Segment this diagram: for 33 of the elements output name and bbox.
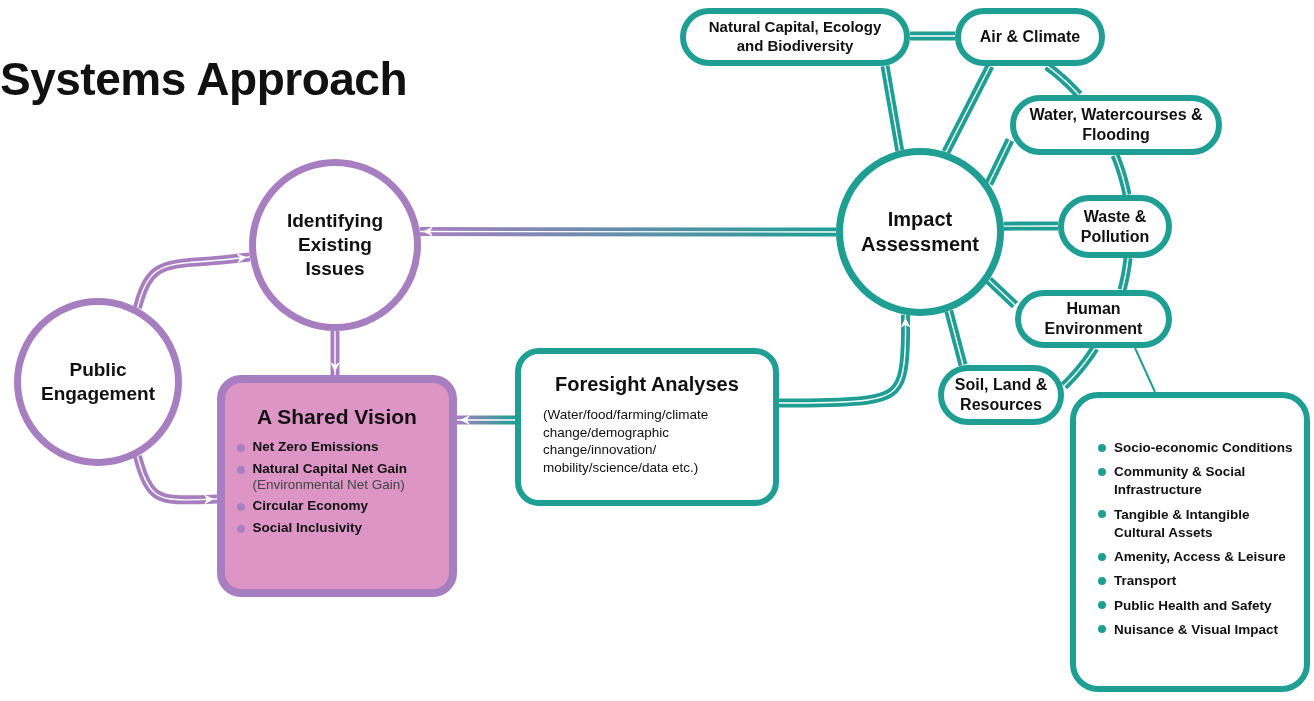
list-item: Natural Capital Net Gain bbox=[234, 461, 440, 476]
node-label: Air & Climate bbox=[978, 27, 1082, 47]
node-label: Impact Assessment bbox=[860, 207, 980, 257]
list-item: Net Zero Emissions bbox=[234, 439, 440, 454]
list-note: (Environmental Net Gain) bbox=[251, 477, 406, 492]
list-item: Amenity, Access & Leisure bbox=[1096, 548, 1296, 567]
node-label: Human Environment bbox=[1043, 299, 1144, 339]
topic-list-box bbox=[1070, 392, 1310, 692]
title: Systems Approach bbox=[0, 52, 407, 106]
topic-pill bbox=[1015, 290, 1172, 348]
node-label: Water, Watercourses & Flooding bbox=[1028, 105, 1204, 145]
list-item: Nuisance & Visual Impact bbox=[1096, 620, 1296, 639]
node-label: Soil, Land & Resources bbox=[953, 375, 1049, 415]
list-item: Transport bbox=[1096, 572, 1296, 591]
node-label: Natural Capital, Ecology and Biodiversity bbox=[707, 18, 883, 56]
box-heading: Foresight Analyses bbox=[555, 372, 739, 396]
box-heading: A Shared Vision bbox=[257, 405, 417, 429]
process-box bbox=[515, 348, 779, 506]
list-item: Public Health and Safety bbox=[1096, 596, 1296, 615]
list-item: Social Inclusivity bbox=[234, 520, 440, 535]
box-description: (Water/food/farming/climate change/demographic change/innovation/ mobility/science/data etc.) bbox=[543, 406, 710, 477]
list-item: Community & Social Infrastructure bbox=[1096, 463, 1296, 500]
topic-pill bbox=[955, 8, 1105, 66]
list-item: Circular Economy bbox=[234, 498, 440, 513]
node-label: Public Engagement bbox=[40, 358, 156, 406]
topic-pill bbox=[1010, 95, 1222, 155]
list-item: Socio-economic Conditions bbox=[1096, 439, 1296, 458]
topic-pill bbox=[938, 365, 1064, 425]
topic-pill bbox=[680, 8, 910, 66]
list-item: Tangible & Intangible Cultural Assets bbox=[1096, 505, 1296, 543]
vision-box bbox=[217, 375, 457, 597]
node-label: Waste & Pollution bbox=[1079, 206, 1151, 247]
node-label: Identifying Existing Issues bbox=[285, 209, 385, 281]
